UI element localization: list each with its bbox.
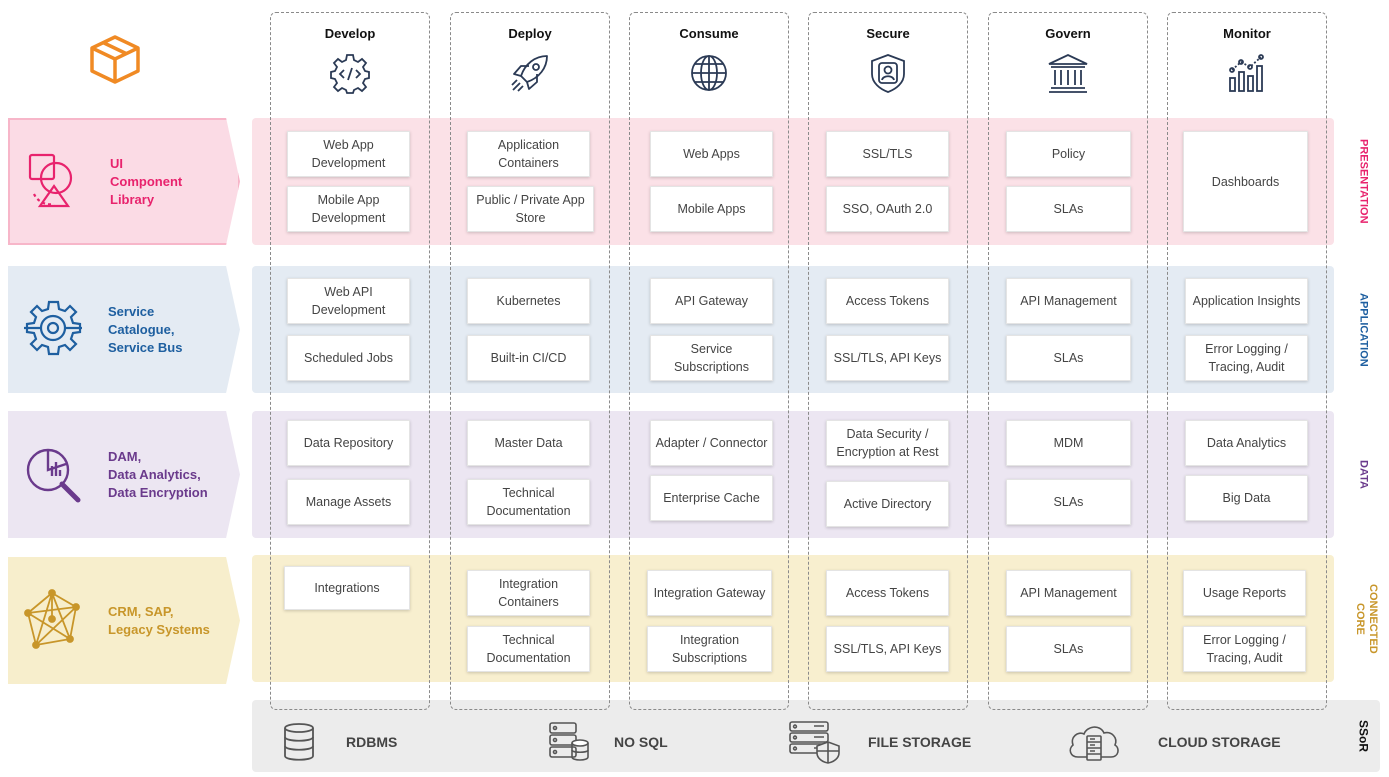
card-sso-oauth: SSO, OAuth 2.0 [826,186,949,232]
card-api-management: API Management [1006,278,1131,324]
card-error-logging: Error Logging / Tracing, Audit [1183,626,1306,672]
card-application-insights: Application Insights [1185,278,1308,324]
data-band [252,411,1334,538]
card-big-data: Big Data [1185,475,1308,521]
network-mesh-icon [22,589,84,651]
card-enterprise-cache: Enterprise Cache [650,475,773,521]
card-technical-documentation: Technical Documentation [467,626,590,672]
card-slas: SLAs [1006,335,1131,381]
left-label-text: UI Component Library [110,155,183,207]
side-label-data: DATA [1357,460,1370,489]
card-web-apps: Web Apps [650,131,773,177]
card-adapter-connector: Adapter / Connector [650,420,773,466]
left-label-text: DAM, Data Analytics, Data Encryption [108,448,208,500]
column-header-secure: Secure [866,26,910,41]
gear-circuit-icon [22,298,84,360]
connected-core-band [252,555,1334,682]
ssor-label: RDBMS [346,734,398,750]
card-master-data: Master Data [467,420,590,466]
left-label-text: CRM, SAP, Legacy Systems [108,603,210,637]
left-label-text: Service Catalogue, Service Bus [108,303,183,355]
analytics-search-icon [22,444,84,506]
card-ssl-tls: SSL/TLS [826,131,949,177]
card-api-gateway: API Gateway [650,278,773,324]
card-integrations: Integrations [284,566,410,610]
card-data-repository: Data Repository [287,420,410,466]
card-slas: SLAs [1006,626,1131,672]
card-mobile-app-development: Mobile App Development [287,186,410,232]
rocket-icon [450,52,610,94]
card-built-in-ci-cd: Built-in CI/CD [467,335,590,381]
card-policy: Policy [1006,131,1131,177]
side-label-connected-core: CONNECTED CORE [1354,583,1379,654]
card-kubernetes: Kubernetes [467,278,590,324]
card-error-logging: Error Logging / Tracing, Audit [1185,335,1308,381]
left-label-data: DAM, Data Analytics, Data Encryption [8,411,240,538]
card-web-app-development: Web App Development [287,131,410,177]
shield-user-icon [808,52,968,94]
ssor-label: CLOUD STORAGE [1158,734,1281,750]
government-building-icon [988,52,1148,94]
bar-chart-icon [1167,52,1327,94]
card-slas: SLAs [1006,479,1131,525]
ssor-item-rdbms: RDBMS [282,712,397,772]
ssor-item-nosql: NO SQL [548,712,668,772]
card-data-analytics: Data Analytics [1185,420,1308,466]
left-label-application: Service Catalogue, Service Bus [8,266,240,393]
cloud-server-icon [1066,721,1122,763]
column-header-deploy: Deploy [508,26,552,41]
card-web-api-development: Web API Development [287,278,410,324]
card-usage-reports: Usage Reports [1183,570,1306,616]
card-active-directory: Active Directory [826,481,949,527]
server-shield-icon [788,720,842,764]
shapes-icon [24,150,86,212]
database-icon [282,722,316,762]
card-data-security: Data Security / Encryption at Rest [826,420,949,466]
card-manage-assets: Manage Assets [287,479,410,525]
card-application-containers: Application Containers [467,131,590,177]
side-label-application: APPLICATION [1357,292,1370,367]
ssor-label: NO SQL [614,734,668,750]
card-scheduled-jobs: Scheduled Jobs [287,335,410,381]
card-access-tokens: Access Tokens [826,570,949,616]
card-ssl-tls-api-keys: SSL/TLS, API Keys [826,626,949,672]
ssor-item-file-storage: FILE STORAGE [788,712,971,772]
column-header-monitor: Monitor [1223,26,1271,41]
left-label-presentation: UI Component Library [8,118,240,245]
side-label-ssor: SSoR [1356,719,1371,752]
card-public-private-app-store: Public / Private App Store [467,186,594,232]
globe-icon [629,52,789,94]
side-label-presentation: PRESENTATION [1357,139,1370,224]
column-header-govern: Govern [1045,26,1091,41]
card-mobile-apps: Mobile Apps [650,186,773,232]
server-db-icon [548,721,590,763]
card-integration-subscriptions: Integration Subscriptions [647,626,772,672]
ssor-band [252,700,1380,772]
card-ssl-tls-api-keys: SSL/TLS, API Keys [826,335,949,381]
card-api-management: API Management [1006,570,1131,616]
card-slas: SLAs [1006,186,1131,232]
card-integration-gateway: Integration Gateway [647,570,772,616]
card-service-subscriptions: Service Subscriptions [650,335,773,381]
card-access-tokens: Access Tokens [826,278,949,324]
card-mdm: MDM [1006,420,1131,466]
column-header-consume: Consume [679,26,739,41]
ssor-label: FILE STORAGE [868,734,972,750]
application-band [252,266,1334,393]
code-gear-icon [270,52,430,94]
presentation-band [252,118,1334,245]
column-header-develop: Develop [324,26,376,41]
card-dashboards: Dashboards [1183,131,1308,232]
cube-logo-icon [88,34,142,84]
left-label-connected-core: CRM, SAP, Legacy Systems [8,557,240,684]
card-integration-containers: Integration Containers [467,570,590,616]
card-technical-documentation: Technical Documentation [467,479,590,525]
ssor-item-cloud-storage: CLOUD STORAGE [1066,712,1281,772]
